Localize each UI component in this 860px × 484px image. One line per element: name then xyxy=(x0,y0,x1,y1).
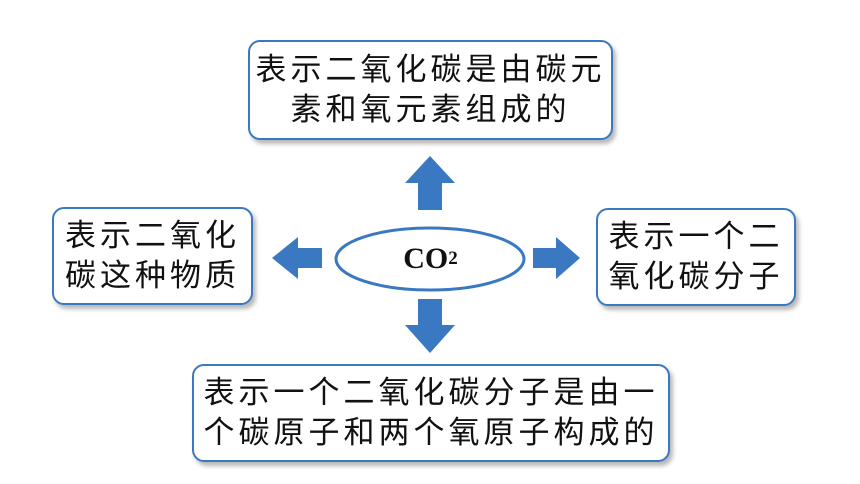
box-bottom-line2: 个碳原子和两个氧原子构成的 xyxy=(203,415,659,451)
meaning-box-molecule: 表示一个二 氧化碳分子 xyxy=(596,208,796,306)
box-top-line2: 素和氧元素组成的 xyxy=(290,92,571,128)
meaning-box-molecule-structure: 表示一个二氧化碳分子是由一 个碳原子和两个氧原子构成的 xyxy=(192,364,670,462)
formula-text: CO xyxy=(403,242,449,275)
arrow-left xyxy=(272,237,322,279)
arrow-down xyxy=(405,299,455,353)
box-right-line2: 氧化碳分子 xyxy=(608,259,784,295)
box-bottom-line1: 表示一个二氧化碳分子是由一 xyxy=(203,375,659,411)
arrow-right xyxy=(533,237,580,279)
meaning-box-composition: 表示二氧化碳是由碳元 素和氧元素组成的 xyxy=(248,40,613,140)
box-right-line1: 表示一个二 xyxy=(608,219,784,255)
center-ellipse xyxy=(334,226,526,292)
meaning-box-substance: 表示二氧化 碳这种物质 xyxy=(52,207,253,305)
box-top-line1: 表示二氧化碳是由碳元 xyxy=(255,52,606,88)
arrow-up xyxy=(405,156,455,210)
formula-subscript: 2 xyxy=(448,248,458,269)
box-left-line2: 碳这种物质 xyxy=(65,258,240,294)
box-left-line1: 表示二氧化 xyxy=(65,218,240,254)
